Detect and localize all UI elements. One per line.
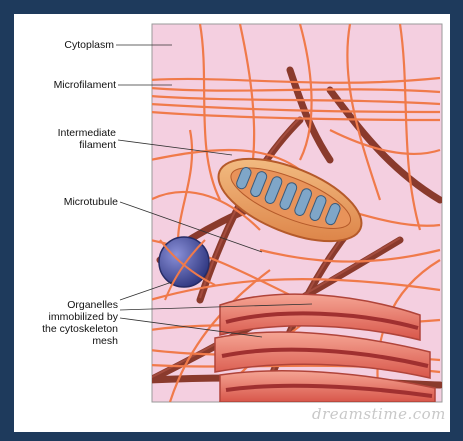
- label-organelles-line3: the cytoskeleton: [14, 323, 118, 335]
- label-intermediate-filament-line2: filament: [20, 139, 116, 151]
- label-organelles-line1: Organelles: [14, 299, 118, 311]
- label-microtubule: Microtubule: [20, 196, 118, 208]
- er-stacks: [215, 294, 435, 402]
- watermark: dreamstime.com: [312, 405, 446, 423]
- label-organelles-line2: immobilized by: [14, 311, 118, 323]
- label-organelles-line4: mesh: [14, 335, 118, 347]
- label-cytoplasm: Cytoplasm: [20, 39, 114, 51]
- label-intermediate-filament-line1: Intermediate: [20, 127, 116, 139]
- label-microfilament: Microfilament: [20, 79, 116, 91]
